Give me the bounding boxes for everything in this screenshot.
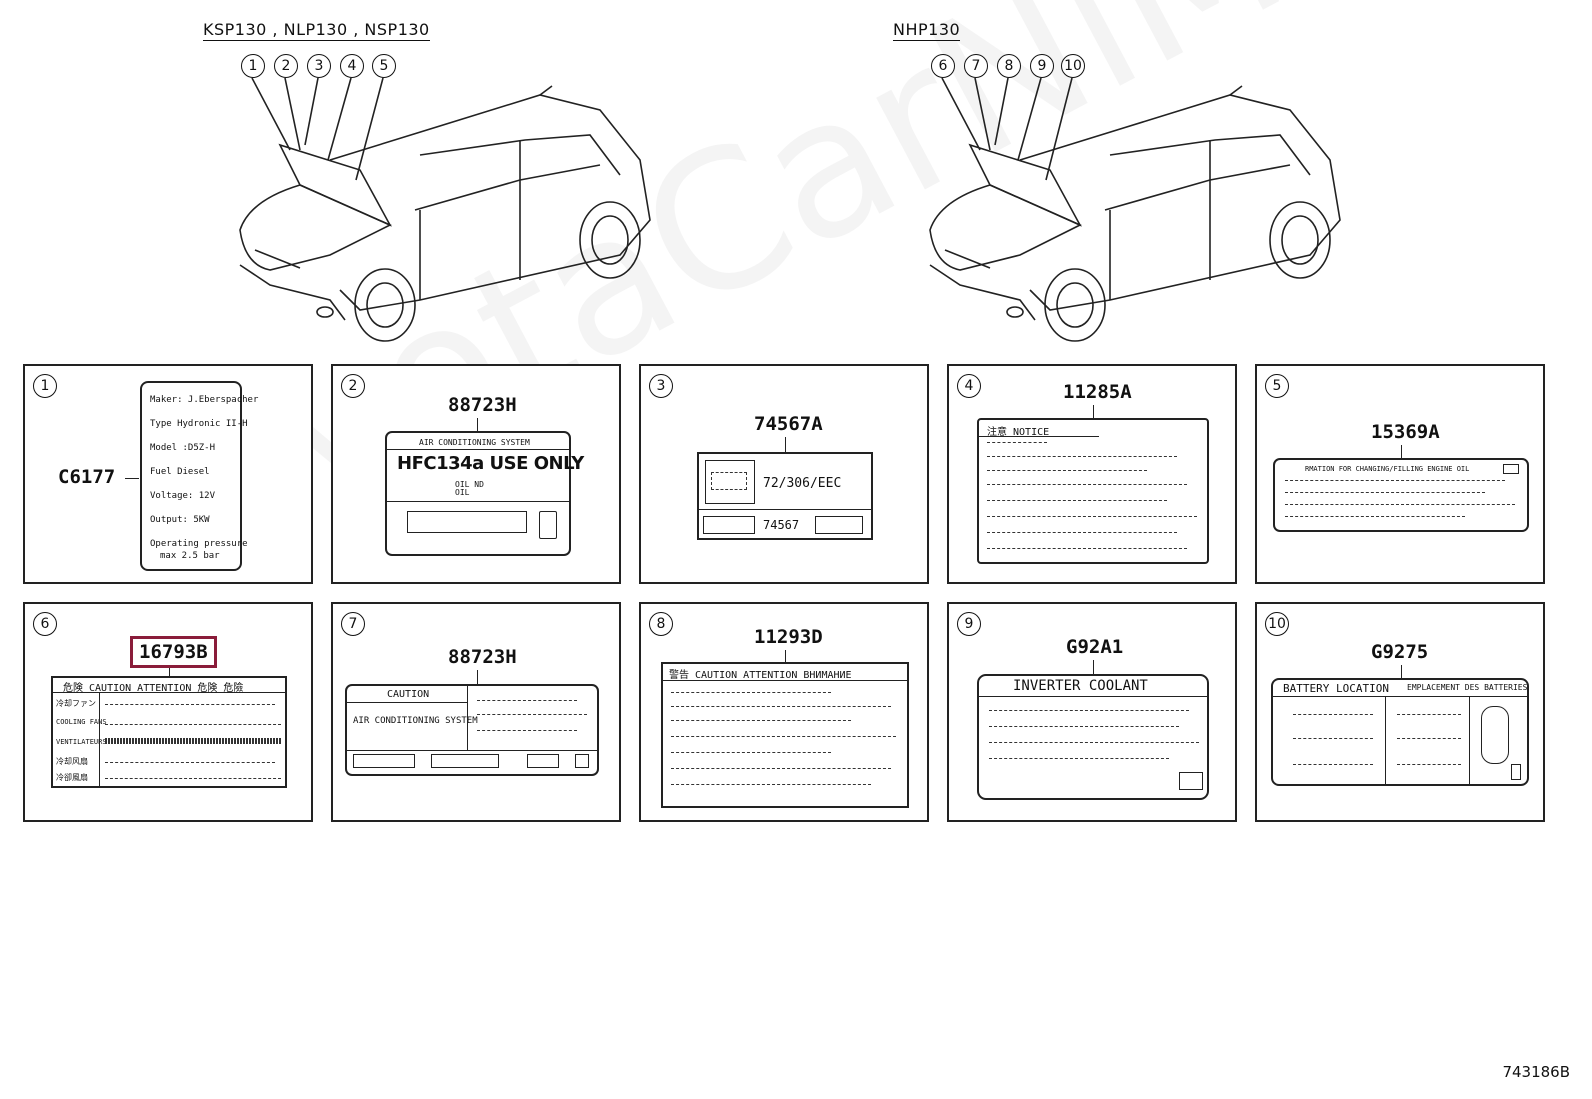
diagram-code: 743186B — [1502, 1063, 1570, 1081]
callout-3[interactable]: 3 — [307, 54, 331, 78]
label-header: BATTERY LOCATION — [1283, 682, 1389, 695]
part-number[interactable]: G9275 — [1371, 641, 1429, 663]
panel-2[interactable]: 2 88723H AIR CONDITIONING SYSTEM HFC134a… — [331, 364, 621, 584]
label-line: max 2.5 bar — [160, 551, 220, 561]
label-header: 注意 NOTICE — [987, 427, 1050, 438]
panel-8[interactable]: 8 11293D 警告 CAUTION ATTENTION ВНИМАНИЕ — [639, 602, 929, 822]
leader-line — [785, 437, 786, 453]
part-number[interactable]: 74567A — [754, 413, 823, 435]
part-number[interactable]: 15369A — [1371, 421, 1440, 443]
label-row: VENTILATEURS — [56, 738, 107, 746]
panel-number: 5 — [1265, 374, 1289, 398]
leader-line — [1401, 665, 1402, 679]
panel-10[interactable]: 10 G9275 BATTERY LOCATION EMPLACEMENT DE… — [1255, 602, 1545, 822]
label-74567a: 72/306/EEC 74567 — [697, 452, 873, 540]
label-sub: AIR CONDITIONING SYSTEM — [353, 716, 478, 726]
label-row: 冷却ファン — [56, 699, 96, 708]
leader-line — [169, 668, 170, 676]
label-line: Operating pressure — [150, 539, 248, 549]
label-c6177: Maker: J.Eberspacher Type Hydronic II-H … — [140, 381, 258, 571]
panel-5[interactable]: 5 15369A RMATION FOR CHANGING/FILLING EN… — [1255, 364, 1545, 584]
label-header: 警告 CAUTION ATTENTION ВНИМАНИЕ — [669, 670, 852, 681]
label-header: 危険 CAUTION ATTENTION 危険 危險 — [63, 683, 244, 694]
part-number[interactable]: 88723H — [448, 646, 517, 668]
part-number[interactable]: C6177 — [58, 466, 116, 488]
car-left — [239, 85, 651, 342]
label-line: Voltage: 12V — [150, 491, 216, 501]
leader-line — [477, 670, 478, 686]
panel-7[interactable]: 7 88723H CAUTION AIR CONDITIONING SYSTEM — [331, 602, 621, 822]
leader-line — [477, 418, 478, 432]
callout-1[interactable]: 1 — [241, 54, 265, 78]
panel-number: 1 — [33, 374, 57, 398]
label-line: Fuel Diesel — [150, 467, 210, 477]
label-line: 74567 — [763, 518, 800, 532]
callout-7[interactable]: 7 — [964, 54, 988, 78]
panel-number: 6 — [33, 612, 57, 636]
label-row: 冷却风扇 — [56, 757, 88, 766]
panel-3[interactable]: 3 74567A 72/306/EEC 74567 — [639, 364, 929, 584]
callout-8[interactable]: 8 — [997, 54, 1021, 78]
label-16793b: 危険 CAUTION ATTENTION 危険 危險 冷却ファン COOLING… — [51, 676, 287, 788]
panel-number: 9 — [957, 612, 981, 636]
label-88723h-b: CAUTION AIR CONDITIONING SYSTEM — [345, 684, 599, 776]
label-line: 72/306/EEC — [763, 476, 842, 491]
label-header-fr: EMPLACEMENT DES BATTERIES — [1407, 683, 1528, 692]
label-11293d: 警告 CAUTION ATTENTION ВНИМАНИЕ — [661, 662, 909, 808]
label-header: CAUTION — [387, 689, 430, 700]
label-big-text: HFC134a USE ONLY — [397, 453, 584, 474]
part-number[interactable]: 11293D — [754, 626, 823, 648]
leader-line — [1093, 405, 1094, 419]
car-right — [929, 85, 1341, 342]
callout-9[interactable]: 9 — [1030, 54, 1054, 78]
part-number[interactable]: G92A1 — [1066, 636, 1124, 658]
panel-number: 8 — [649, 612, 673, 636]
label-row: COOLING FANS — [56, 718, 107, 726]
label-88723h: AIR CONDITIONING SYSTEM HFC134a USE ONLY… — [385, 431, 584, 556]
leader-line — [1093, 660, 1094, 674]
label-header: RMATION FOR CHANGING/FILLING ENGINE OIL — [1305, 465, 1470, 473]
label-line: Model :D5Z-H — [150, 443, 216, 453]
callout-6[interactable]: 6 — [931, 54, 955, 78]
panel-number: 3 — [649, 374, 673, 398]
label-g9275: BATTERY LOCATION EMPLACEMENT DES BATTERI… — [1271, 678, 1529, 786]
car-illustrations — [239, 77, 1341, 342]
panel-9[interactable]: 9 G92A1 INVERTER COOLANT — [947, 602, 1237, 822]
part-number-highlighted[interactable]: 16793B — [130, 636, 217, 668]
panel-6[interactable]: 6 16793B 危険 CAUTION ATTENTION 危険 危險 冷却ファ… — [23, 602, 313, 822]
leader-line — [1401, 445, 1402, 459]
label-11285a: 注意 NOTICE — [977, 418, 1209, 564]
label-g92a1: INVERTER COOLANT — [977, 674, 1209, 800]
leader-line — [125, 478, 139, 479]
panel-number: 10 — [1265, 612, 1289, 636]
part-number[interactable]: 88723H — [448, 394, 517, 416]
group-label-left: KSP130 , NLP130 , NSP130 — [203, 20, 430, 41]
car-topview-icon — [1481, 706, 1509, 764]
label-line: Type Hydronic II-H — [150, 419, 248, 429]
label-header: INVERTER COOLANT — [1013, 678, 1148, 694]
panel-number: 4 — [957, 374, 981, 398]
panel-4[interactable]: 4 11285A 注意 NOTICE — [947, 364, 1237, 584]
label-15369a: RMATION FOR CHANGING/FILLING ENGINE OIL — [1273, 458, 1529, 532]
label-line: Maker: J.Eberspacher — [150, 395, 259, 405]
callout-2[interactable]: 2 — [274, 54, 298, 78]
part-number[interactable]: 11285A — [1063, 381, 1132, 403]
panel-number: 7 — [341, 612, 365, 636]
panel-number: 2 — [341, 374, 365, 398]
group-label-right: NHP130 — [893, 20, 961, 41]
callout-5[interactable]: 5 — [372, 54, 396, 78]
label-row: 冷卻風扇 — [56, 773, 88, 782]
leader-line — [785, 650, 786, 664]
label-line: Output: 5KW — [150, 515, 210, 525]
panel-1[interactable]: 1 C6177 Maker: J.Eberspacher Type Hydron… — [23, 364, 313, 584]
label-sub: OIL ND OIL — [455, 480, 484, 497]
label-header: AIR CONDITIONING SYSTEM — [419, 438, 530, 447]
callout-10[interactable]: 10 — [1061, 54, 1085, 78]
callout-4[interactable]: 4 — [340, 54, 364, 78]
